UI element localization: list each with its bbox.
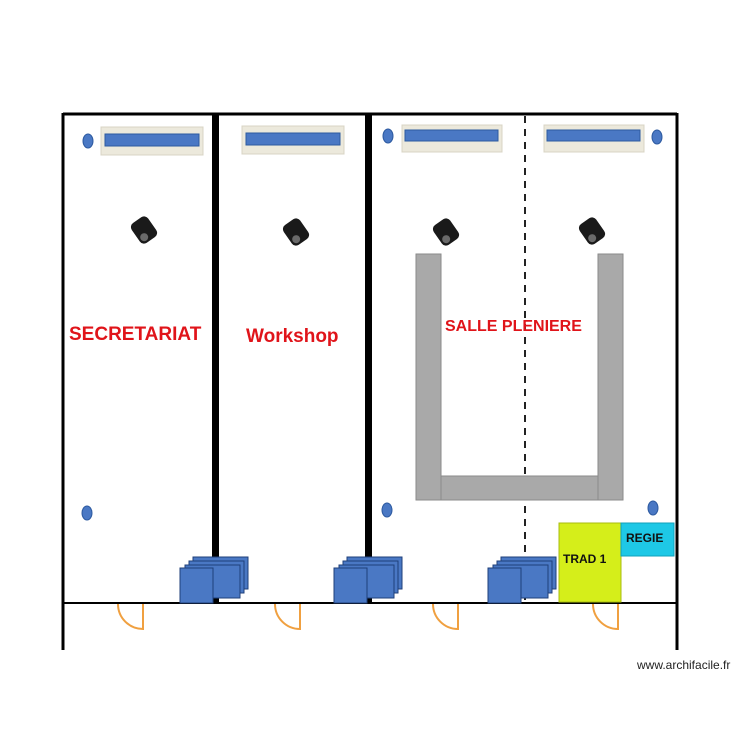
screen-icon <box>401 124 503 153</box>
chair-stack-icon <box>333 556 403 604</box>
room-label-secretariat: SECRETARIAT <box>69 324 202 345</box>
screen-icon <box>241 125 345 155</box>
door-swing-icon <box>274 603 301 631</box>
screen-icon <box>543 124 645 153</box>
room-label-pleniere: SALLE PLENIERE <box>445 318 582 335</box>
trad-booth <box>558 522 622 603</box>
door-swing-icon <box>592 603 619 631</box>
projector-icon <box>282 218 310 246</box>
regie-booth <box>620 522 675 557</box>
partition-2 <box>365 114 372 602</box>
regie-label: REGIE <box>626 531 664 545</box>
wall-lamp-icon <box>647 500 659 516</box>
wall-lamp-icon <box>82 133 94 149</box>
projector-icon <box>578 217 606 245</box>
wall-lamp-icon <box>381 502 393 518</box>
door-swing-icon <box>432 603 459 631</box>
partition-1 <box>212 114 219 602</box>
trad-label: TRAD 1 <box>563 552 607 566</box>
room-label-workshop: Workshop <box>246 326 339 347</box>
door-swing-icon <box>117 603 144 631</box>
wall-lamp-icon <box>81 505 93 521</box>
u-table <box>415 253 624 501</box>
projector-icon <box>432 218 460 246</box>
chair-stack-icon <box>487 556 557 604</box>
chair-stack-icon <box>179 556 249 604</box>
wall-lamp-icon <box>382 128 394 144</box>
projector-icon <box>130 216 158 244</box>
watermark: www.archifacile.fr <box>637 658 731 672</box>
screen-icon <box>100 126 204 156</box>
wall-lamp-icon <box>651 129 663 145</box>
